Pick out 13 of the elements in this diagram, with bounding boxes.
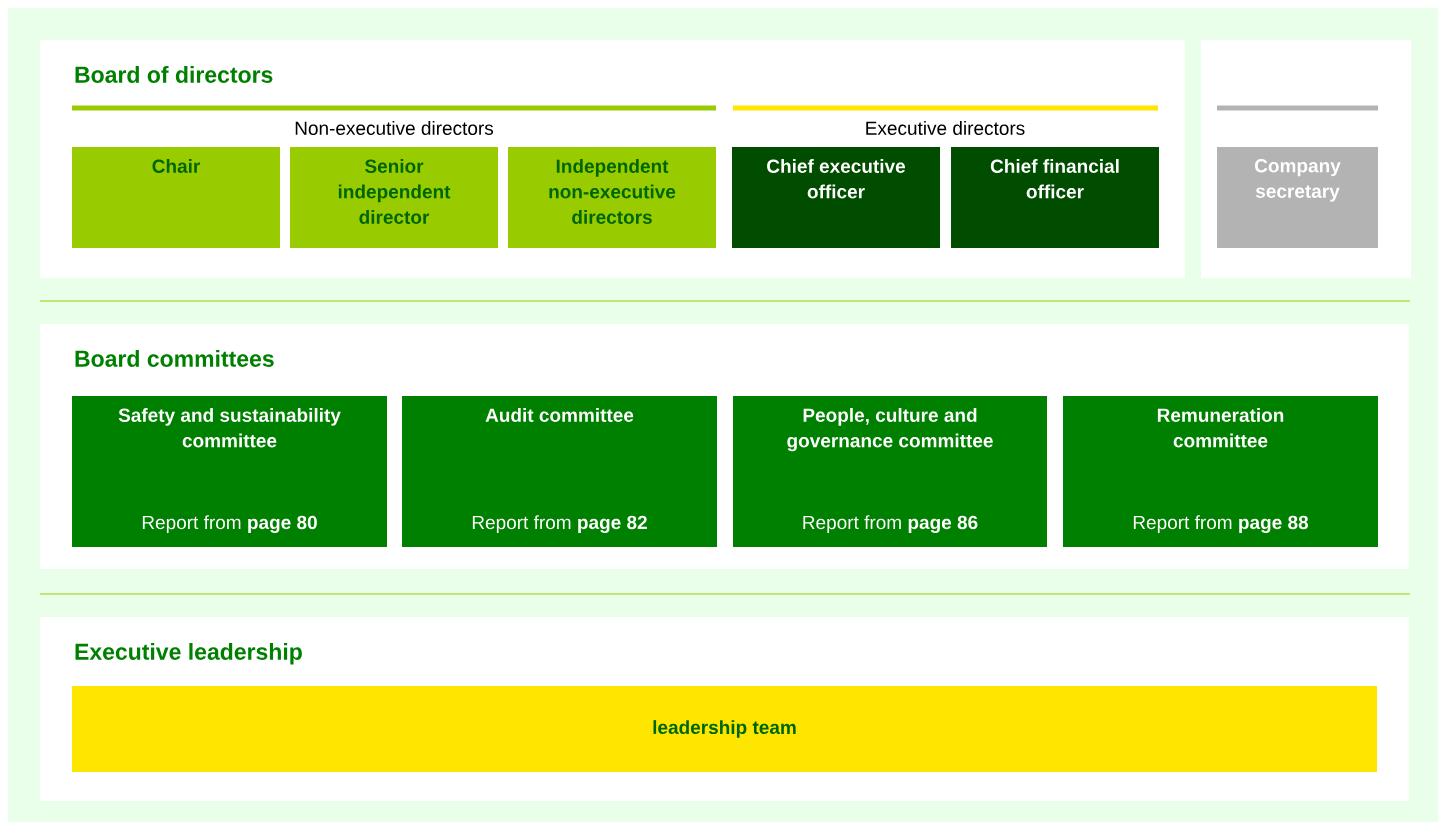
role-box: Chief financial officer (951, 147, 1159, 248)
role-box: Chief executive officer (732, 147, 940, 248)
committee-box: People, culture and governance committee Report from page 86 (733, 396, 1047, 547)
role-box: Independent non-executive directors (508, 147, 716, 248)
role-box: Senior independent director (290, 147, 498, 248)
group-label: Non-executive directors (295, 121, 494, 135)
role-box: Company secretary (1217, 147, 1378, 248)
committee-box: Audit committee Report from page 82 (402, 396, 717, 547)
committee-box: Safety and sustainability committee Report from page 80 (72, 396, 387, 547)
team-box: leadership team (72, 686, 1377, 772)
role-box: Chair (72, 147, 280, 248)
committee-box: Remuneration committee Report from page 88 (1063, 396, 1378, 547)
group-label: Executive directors (866, 121, 1025, 135)
